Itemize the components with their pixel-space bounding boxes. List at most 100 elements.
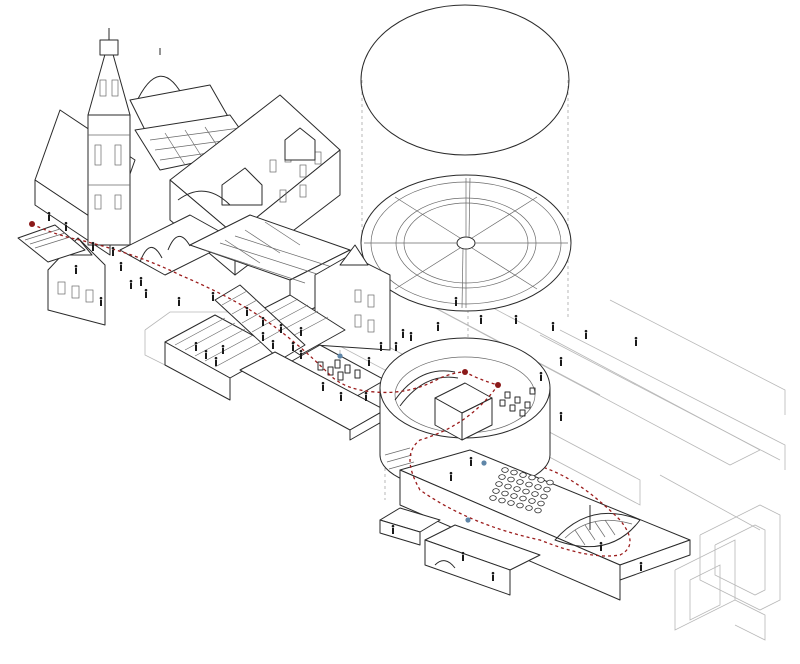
exhibit-circle	[522, 488, 530, 495]
route-node	[462, 369, 468, 375]
exhibit-circle	[510, 469, 518, 476]
person-figure-head	[539, 371, 543, 375]
person-figure	[402, 332, 404, 338]
exhibit-circle	[519, 495, 527, 502]
exhibit-circle	[516, 479, 524, 485]
person-figure	[635, 340, 637, 346]
person-figure	[365, 395, 367, 401]
person-figure-head	[379, 341, 383, 345]
person-figure	[322, 385, 324, 391]
exhibit-circle	[495, 481, 503, 487]
person-figure-head	[479, 314, 483, 318]
person-figure-head	[245, 306, 249, 310]
person-figure-head	[454, 296, 458, 300]
person-figure-head	[551, 321, 555, 325]
person-figure	[410, 335, 412, 341]
exhibit-circle	[513, 486, 521, 492]
exhibit-circle	[528, 498, 536, 504]
person-figure	[560, 360, 562, 366]
tunnel-boxes	[379, 507, 541, 596]
person-figure	[280, 327, 282, 333]
person-figure	[246, 310, 248, 316]
exhibit-circle	[534, 507, 542, 514]
person-figure	[262, 335, 264, 341]
person-figure-head	[99, 296, 103, 300]
person-figure-head	[469, 456, 473, 460]
person-figure	[462, 555, 464, 561]
person-figure-head	[409, 331, 413, 335]
person-figure	[195, 345, 197, 351]
person-figure	[437, 325, 439, 331]
exhibit-circle	[507, 476, 515, 483]
person-figure	[145, 292, 147, 298]
person-figure	[75, 268, 77, 274]
exhibit-circle	[498, 474, 506, 480]
person-figure	[640, 565, 642, 571]
exhibit-circle	[501, 467, 509, 473]
person-figure	[492, 575, 494, 581]
ghost-context-volumes	[144, 284, 786, 641]
person-figure-head	[129, 279, 133, 283]
person-figure-head	[47, 211, 51, 215]
exhibit-circle	[531, 491, 539, 497]
exhibit-circle	[528, 474, 536, 481]
vertical-node	[337, 353, 343, 359]
exhibit-circle	[537, 500, 545, 507]
person-figure-head	[144, 288, 148, 292]
exhibit-circle	[492, 488, 500, 494]
route-nodes	[29, 221, 501, 388]
person-figure	[340, 395, 342, 401]
person-figure-head	[291, 341, 295, 345]
person-figure	[560, 415, 562, 421]
person-figure-head	[339, 391, 343, 395]
person-figure-head	[299, 326, 303, 330]
person-figure	[212, 295, 214, 301]
person-figure-head	[367, 356, 371, 360]
boat-exhibition-hall	[399, 449, 691, 601]
person-figure	[470, 460, 472, 466]
exhibit-circle	[498, 497, 506, 504]
exhibit-circle	[525, 505, 533, 511]
person-figure-head	[364, 391, 368, 395]
person-figure-head	[204, 349, 208, 353]
exhibit-circle	[507, 500, 515, 506]
person-figure	[272, 343, 274, 349]
person-figure-head	[391, 524, 395, 528]
exhibit-circle	[504, 483, 512, 490]
person-figure-head	[639, 561, 643, 565]
exhibit-circle	[537, 477, 545, 483]
exhibit-circle	[516, 502, 524, 509]
person-figure	[380, 345, 382, 351]
person-figure	[515, 318, 517, 324]
person-figure-head	[91, 241, 95, 245]
person-figure	[585, 333, 587, 339]
people-figures	[47, 211, 643, 581]
exhibit-circle	[540, 493, 548, 500]
person-figure-head	[461, 551, 465, 555]
vertical-node	[481, 460, 487, 466]
person-figure	[392, 528, 394, 534]
person-figure	[178, 300, 180, 306]
person-figure-head	[321, 381, 325, 385]
person-figure-head	[194, 341, 198, 345]
person-figure-head	[559, 356, 563, 360]
person-figure-head	[279, 323, 283, 327]
person-figure-head	[64, 221, 68, 225]
person-figure-head	[449, 471, 453, 475]
route-node	[495, 382, 501, 388]
person-figure	[222, 348, 224, 354]
person-figure-head	[214, 356, 218, 360]
person-figure	[300, 330, 302, 336]
person-figure	[112, 250, 114, 256]
person-figure	[540, 375, 542, 381]
route-node	[29, 221, 35, 227]
person-figure-head	[261, 331, 265, 335]
person-figure-head	[394, 341, 398, 345]
exhibit-circle-grid	[489, 467, 554, 514]
person-figure	[48, 215, 50, 221]
person-figure	[130, 283, 132, 289]
vertical-node	[465, 517, 471, 523]
person-figure	[552, 325, 554, 331]
person-figure	[205, 353, 207, 359]
